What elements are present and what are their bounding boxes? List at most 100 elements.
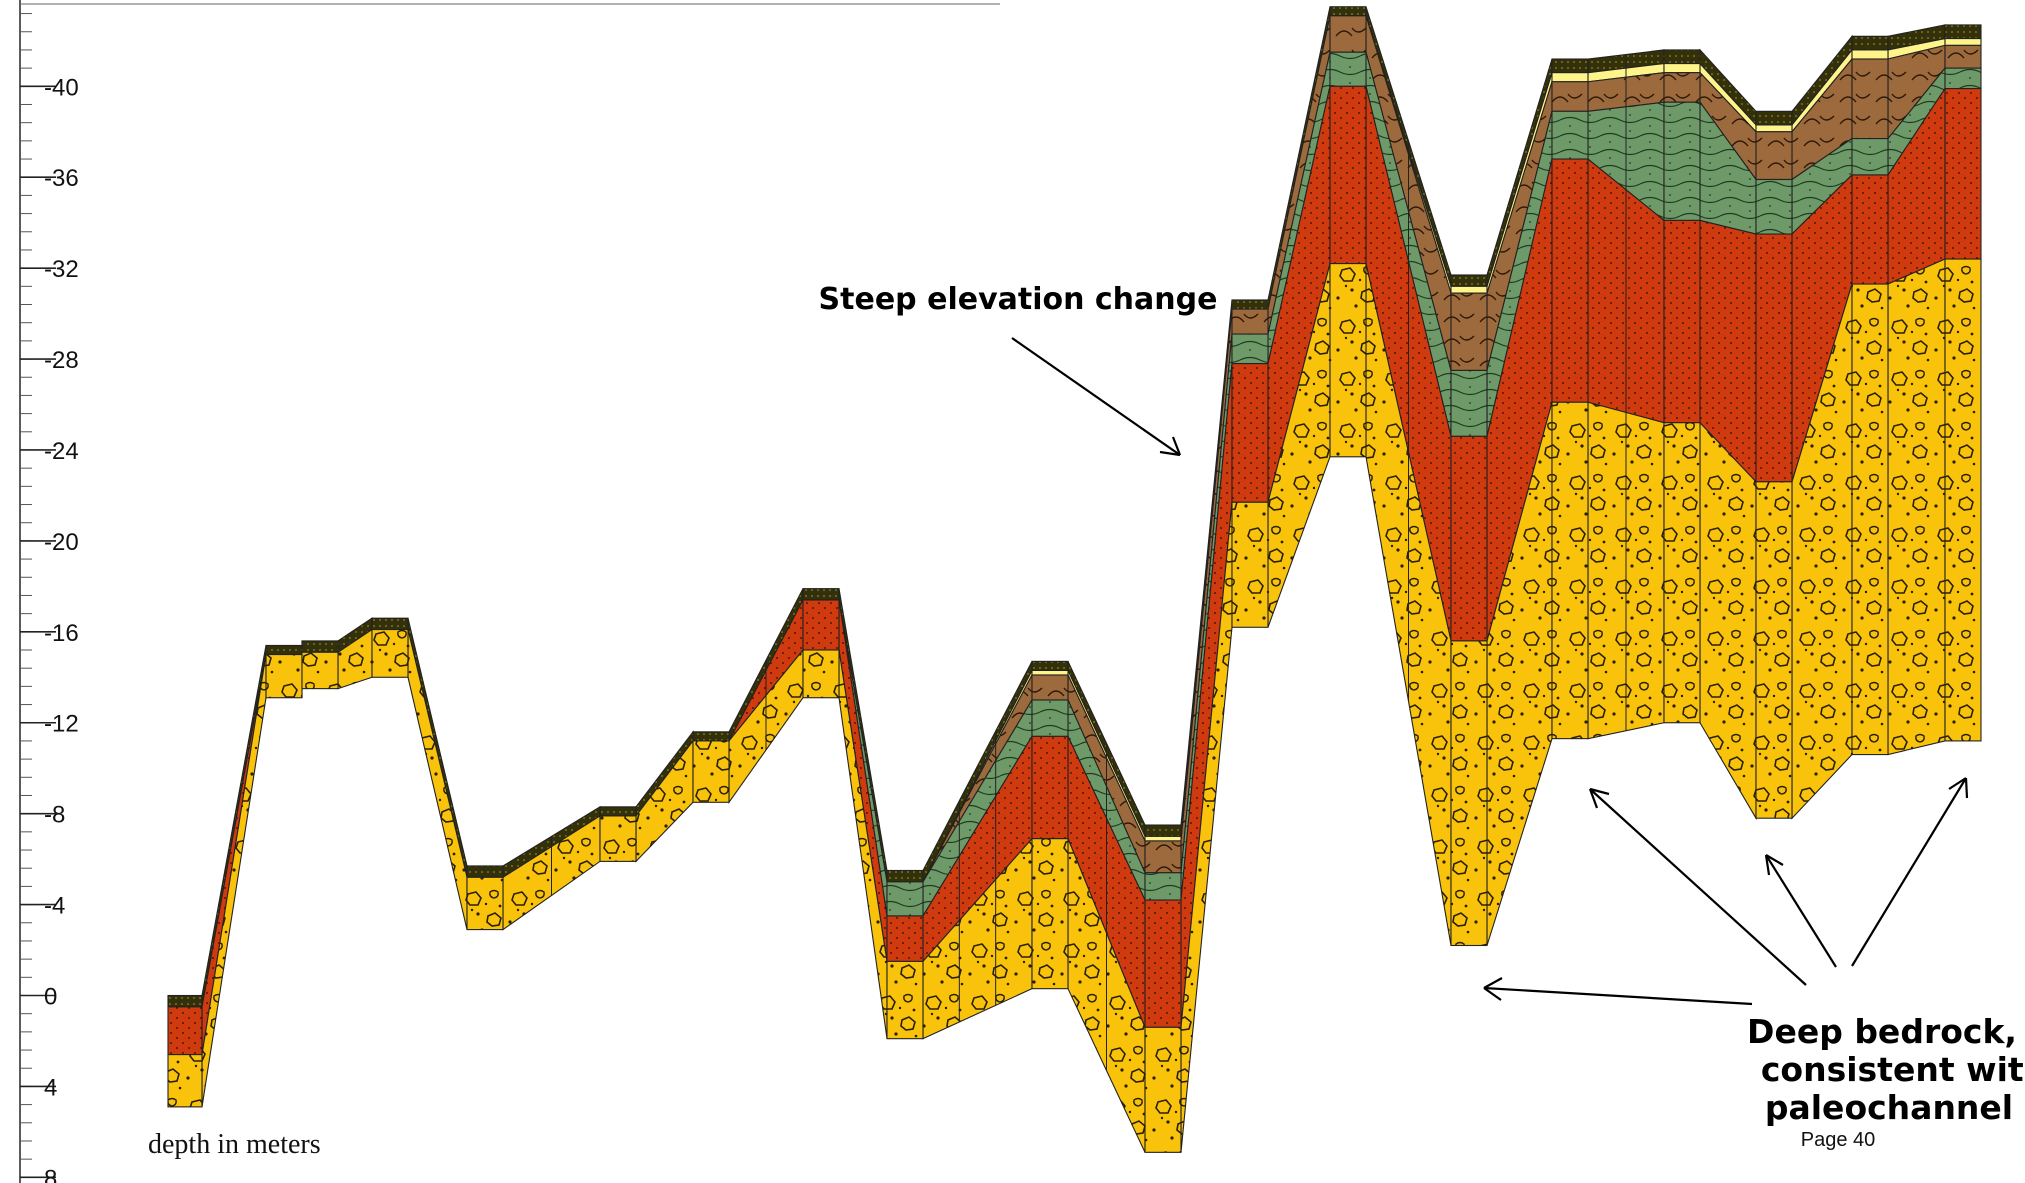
layer-bedrock: [167, 1054, 203, 1108]
layer-topsoil: [301, 640, 339, 653]
layer-bedrock: [1851, 283, 1889, 756]
well-column: [1231, 299, 1269, 628]
tick-label: 0: [44, 984, 57, 1011]
layer-red: [1944, 88, 1982, 260]
steep-elevation-arrow: [1011, 337, 1182, 457]
layer-topsoil: [265, 644, 303, 656]
layer-topsoil: [167, 994, 203, 1008]
layer-brown: [1450, 292, 1488, 371]
layer-bedrock: [1231, 501, 1269, 628]
depth-axis-title: depth in meters: [148, 1129, 321, 1160]
well-column: [886, 869, 924, 1040]
layer-bedrock: [1551, 401, 1589, 740]
tick-label: 4: [44, 1074, 57, 1101]
tick-label: -12: [44, 711, 79, 738]
tick-label: -40: [44, 74, 79, 101]
layer-topsoil: [802, 588, 840, 601]
layer-bedrock: [265, 653, 303, 699]
well-column: [1329, 6, 1367, 458]
layer-green: [1144, 872, 1182, 901]
tick-label: -8: [44, 802, 65, 829]
layer-green: [1944, 67, 1982, 90]
layer-yellow_band: [1851, 49, 1889, 60]
layer-panel-bedrock: [407, 629, 468, 930]
tick-label: -32: [44, 256, 79, 283]
layer-green: [1663, 101, 1701, 221]
layer-topsoil: [886, 869, 924, 883]
layer-brown: [1755, 131, 1793, 181]
layer-brown: [1231, 308, 1269, 335]
layer-red: [167, 1006, 203, 1056]
layer-bedrock: [886, 960, 924, 1040]
layer-bedrock: [1663, 422, 1701, 724]
well-column: [1851, 35, 1889, 756]
layer-bedrock: [1329, 263, 1367, 458]
layer-red: [886, 915, 924, 962]
well-column: [802, 588, 840, 699]
layer-brown: [1329, 15, 1367, 53]
steep-elevation-label: Steep elevation change: [819, 282, 1218, 317]
layer-bedrock: [371, 628, 409, 678]
layer-green: [886, 881, 924, 917]
layer-brown: [1663, 72, 1701, 103]
well-column: [301, 640, 339, 690]
layer-yellow_band: [1663, 63, 1701, 74]
layer-red: [1031, 735, 1069, 840]
layer-topsoil: [1031, 660, 1069, 672]
layer-yellow_band: [1755, 124, 1793, 133]
layer-yellow_band: [1031, 669, 1069, 676]
well-column: [1755, 110, 1793, 819]
layer-red: [1144, 899, 1182, 1028]
layer-brown: [1851, 58, 1889, 140]
layer-green: [1450, 369, 1488, 437]
layer-bedrock: [466, 876, 504, 931]
layer-panel-bedrock: [1699, 421, 1757, 821]
tick-label: -20: [44, 529, 79, 556]
well-column: [371, 617, 409, 678]
layer-bedrock: [1144, 1026, 1182, 1153]
bedrock-label-line3: paleochannel: [1765, 1088, 2013, 1127]
layer-red: [1329, 85, 1367, 265]
tick-label: -24: [44, 438, 79, 465]
layer-red: [802, 599, 840, 651]
well-column: [1144, 824, 1182, 1153]
layer-brown: [1551, 81, 1589, 112]
tick-label: -28: [44, 347, 79, 374]
well-column: [167, 994, 203, 1108]
layer-red: [1851, 174, 1889, 285]
layer-green: [1031, 699, 1069, 737]
layer-red: [1663, 219, 1701, 424]
paleochannel-arrows: [1483, 777, 1969, 1006]
layer-bedrock: [1944, 258, 1982, 742]
well-column: [1031, 660, 1069, 990]
layer-red: [1551, 158, 1589, 403]
layer-red: [1231, 363, 1269, 503]
tick-label: -36: [44, 165, 79, 192]
layer-panel-red: [838, 599, 888, 962]
layer-bedrock: [1450, 640, 1488, 947]
layer-red: [1755, 233, 1793, 483]
layer-topsoil: [1144, 824, 1182, 837]
layer-green: [1551, 110, 1589, 160]
bedrock-label-line1: Deep bedrock,: [1747, 1012, 2017, 1051]
layer-topsoil: [1551, 58, 1589, 74]
layer-bedrock: [1755, 481, 1793, 819]
layer-bedrock: [692, 740, 730, 803]
layer-bedrock: [802, 649, 840, 699]
well-column: [1663, 49, 1701, 724]
layer-panel-bedrock: [1887, 258, 1946, 756]
tick-label: -16: [44, 620, 79, 647]
layer-yellow_band: [1944, 38, 1982, 46]
layer-green: [1329, 51, 1367, 87]
geologic-cross-section: [167, 6, 1982, 1153]
layer-bedrock: [1031, 838, 1069, 990]
tick-label: 8: [44, 1165, 57, 1183]
layer-bedrock: [599, 815, 637, 862]
layer-topsoil: [1450, 274, 1488, 287]
well-column: [1944, 24, 1982, 742]
layer-bedrock: [301, 651, 339, 690]
layer-green: [1851, 138, 1889, 176]
well-column: [265, 644, 303, 699]
page-number: Page 40: [1801, 1129, 1876, 1151]
